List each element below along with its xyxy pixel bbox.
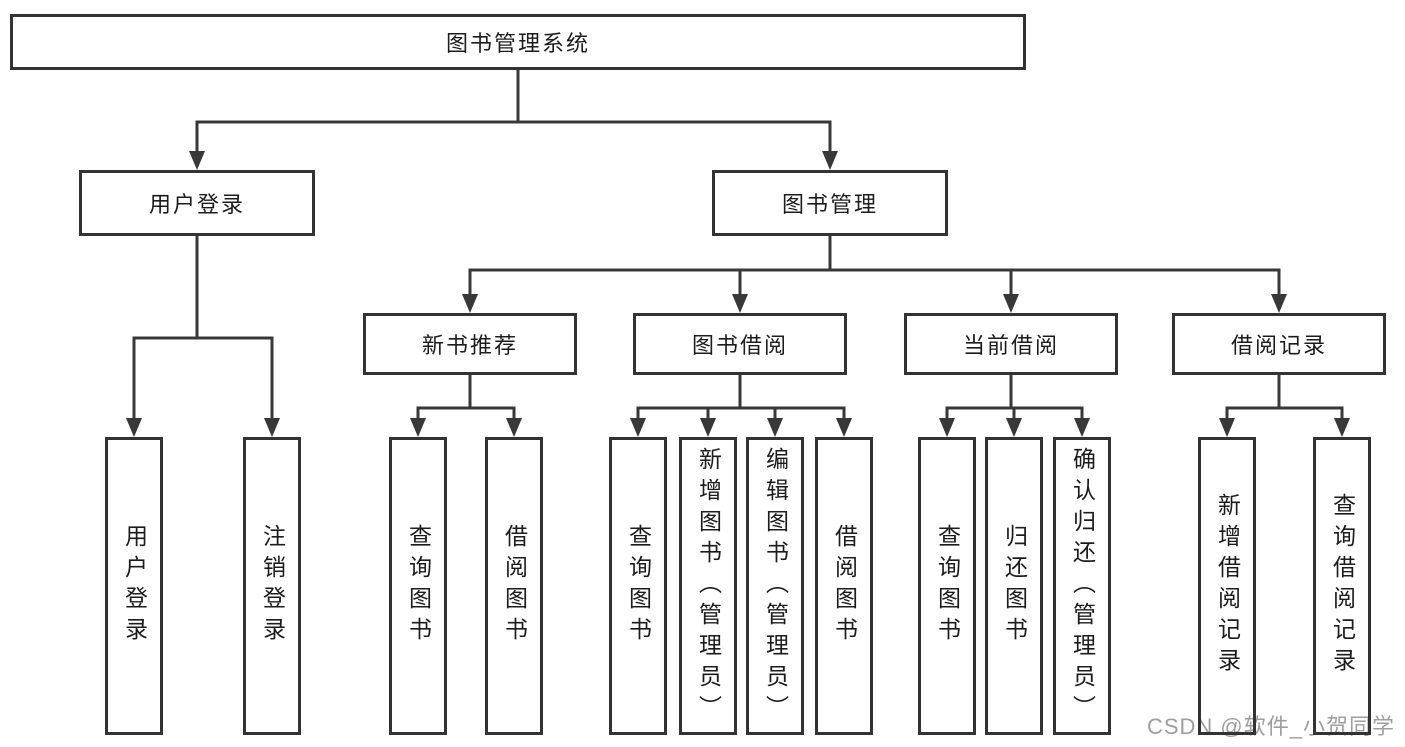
node-book-management-branch: 图书管理 xyxy=(712,170,948,236)
leaf-query-books-current: 查询图书 xyxy=(918,437,976,735)
node-new-book-recommendation: 新书推荐 xyxy=(363,313,577,375)
node-label: 查询借阅记录 xyxy=(1329,493,1356,679)
node-label: 查询图书 xyxy=(405,524,432,648)
node-label: 用户登录 xyxy=(148,192,245,217)
node-label: 归还图书 xyxy=(1001,524,1028,648)
node-label: 确认归还（管理员） xyxy=(1069,446,1096,726)
leaf-borrow-books: 借阅图书 xyxy=(815,437,873,735)
node-label: 图书管理系统 xyxy=(445,31,590,56)
node-label: 新增借阅记录 xyxy=(1214,493,1241,679)
node-label: 用户登录 xyxy=(121,524,148,648)
leaf-logout: 注销登录 xyxy=(243,437,301,735)
leaf-return-book: 归还图书 xyxy=(985,437,1043,735)
node-borrowing-records: 借阅记录 xyxy=(1172,313,1386,375)
node-label: 查询图书 xyxy=(625,524,652,648)
node-label: 当前借阅 xyxy=(962,333,1059,358)
node-library-management-system: 图书管理系统 xyxy=(10,14,1026,70)
node-label: 新书推荐 xyxy=(421,333,518,358)
node-label: 查询图书 xyxy=(934,524,961,648)
leaf-query-books-recommend: 查询图书 xyxy=(389,437,447,735)
leaf-borrow-books-recommend: 借阅图书 xyxy=(485,437,543,735)
leaf-user-login: 用户登录 xyxy=(105,437,163,735)
node-label: 图书管理 xyxy=(781,192,878,217)
leaf-query-books-borrow: 查询图书 xyxy=(609,437,667,735)
node-label: 新增图书（管理员） xyxy=(695,446,722,726)
leaf-add-borrow-record: 新增借阅记录 xyxy=(1198,437,1256,735)
node-label: 借阅记录 xyxy=(1230,333,1327,358)
csdn-watermark: CSDN @软件_小贺同学 xyxy=(1146,714,1395,739)
leaf-confirm-return-admin: 确认归还（管理员） xyxy=(1053,437,1111,735)
node-current-borrowing: 当前借阅 xyxy=(904,313,1118,375)
node-label: 编辑图书（管理员） xyxy=(762,446,789,726)
leaf-query-borrow-record: 查询借阅记录 xyxy=(1313,437,1371,735)
node-label: 图书借阅 xyxy=(691,333,788,358)
arrowheads xyxy=(126,151,1350,437)
node-user-login-branch: 用户登录 xyxy=(79,170,315,236)
node-label: 借阅图书 xyxy=(501,524,528,648)
leaf-add-book-admin: 新增图书（管理员） xyxy=(679,437,737,735)
node-label: 注销登录 xyxy=(259,524,286,648)
leaf-edit-book-admin: 编辑图书（管理员） xyxy=(746,437,804,735)
node-book-borrowing: 图书借阅 xyxy=(633,313,847,375)
node-label: 借阅图书 xyxy=(831,524,858,648)
